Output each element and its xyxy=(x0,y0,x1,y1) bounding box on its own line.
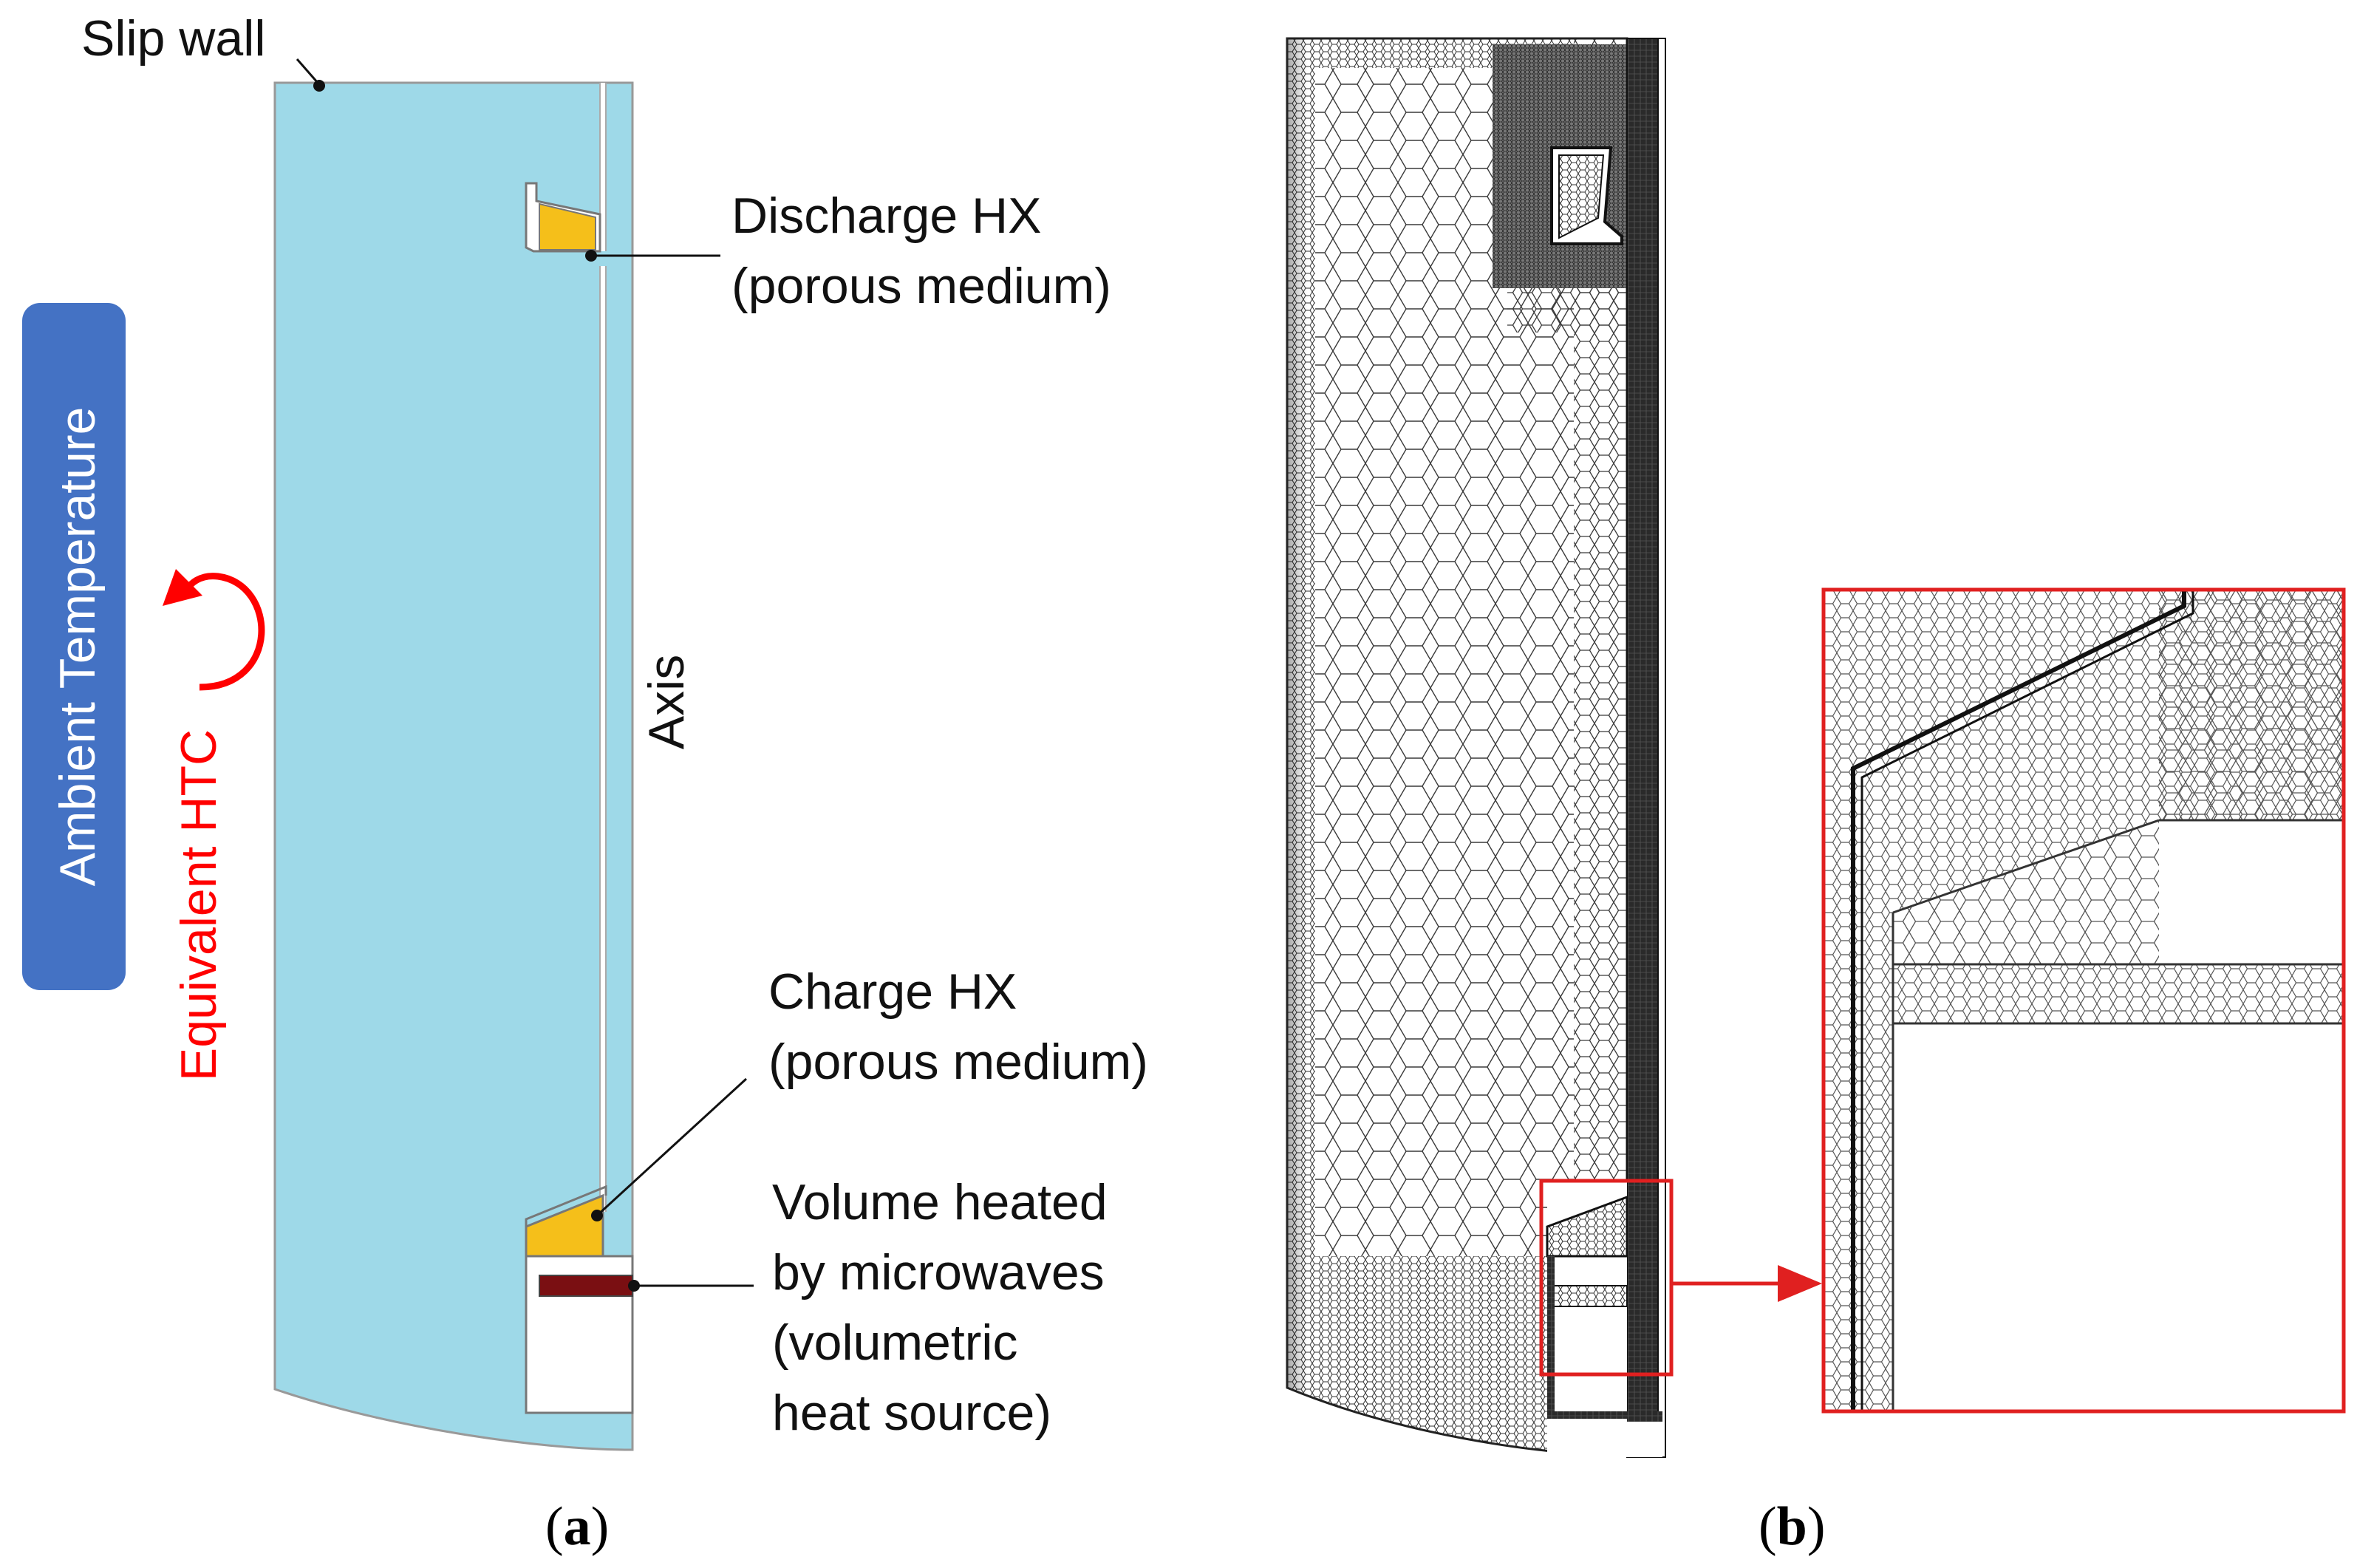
charge-hx-subtitle: (porous medium) xyxy=(768,1034,1148,1090)
slip-wall-label: Slip wall xyxy=(81,10,265,67)
axis-label: Axis xyxy=(638,655,695,749)
fluid-domain xyxy=(273,81,634,1451)
volume-heated-line1: Volume heated xyxy=(772,1174,1108,1230)
heated-volume xyxy=(525,1197,641,1448)
panel-a-caption: (a) xyxy=(545,1496,609,1557)
panel-b: (b) xyxy=(1286,37,2346,1557)
mesh-discharge-hx xyxy=(1550,146,1623,245)
slip-wall-marker xyxy=(313,80,325,92)
equivalent-htc-label: Equivalent HTC xyxy=(171,729,227,1081)
volume-heated-line4: heat source) xyxy=(772,1385,1051,1441)
discharge-hx xyxy=(525,182,601,253)
zoom-arrow-icon xyxy=(1671,1265,1822,1302)
ambient-temperature-label: Ambient Temperature xyxy=(50,407,106,887)
volume-heated-line2: by microwaves xyxy=(772,1244,1105,1301)
charge-hx-title: Charge HX xyxy=(768,964,1017,1020)
zoom-detail xyxy=(1821,587,2346,1414)
curved-arrow-icon xyxy=(163,569,265,691)
volume-heated-line3: (volumetric xyxy=(772,1315,1018,1371)
mesh-inner-wall xyxy=(1626,38,1666,1458)
zoom-selection-box xyxy=(1539,1179,1674,1377)
discharge-hx-title: Discharge HX xyxy=(731,188,1042,244)
panel-a: Ambient Temperature Equivalent HTC xyxy=(22,10,1148,1557)
inner-wall xyxy=(599,83,607,1212)
discharge-hx-subtitle: (porous medium) xyxy=(731,258,1111,314)
ambient-temperature-box: Ambient Temperature xyxy=(22,303,126,990)
mesh-charge-region xyxy=(1546,1182,1662,1457)
panel-b-caption: (b) xyxy=(1759,1496,1825,1557)
